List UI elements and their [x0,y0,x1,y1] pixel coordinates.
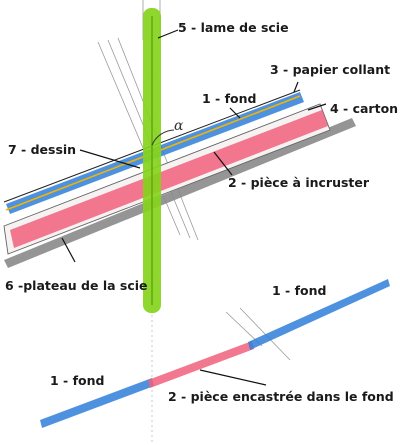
base-bottom-right-label: 1 - fond [272,283,327,298]
cardboard-label: 4 - carton [330,101,399,116]
angle-arc [151,129,175,146]
assembled-inlay [148,341,254,388]
inlay-piece-label: 2 - pièce à incruster [228,175,370,190]
assembled-base-left [40,378,154,428]
assembled-base-right [248,279,390,350]
saw-table [4,118,356,268]
inlay-piece [10,110,328,248]
tape-label: 3 - papier collant [270,62,391,77]
construction-lines [97,0,291,445]
saw-table-label: 6 -plateau de la scie [5,278,148,293]
drawing-label: 7 - dessin [8,142,77,157]
base-top-label: 1 - fond [202,91,257,106]
base-bottom-left-label: 1 - fond [50,373,105,388]
inlay-embedded-label: 2 - pièce encastrée dans le fond [168,389,394,404]
angle-symbol: α [174,118,184,134]
saw-blade-label: 5 - lame de scie [178,20,289,35]
leader-lines [61,29,327,386]
